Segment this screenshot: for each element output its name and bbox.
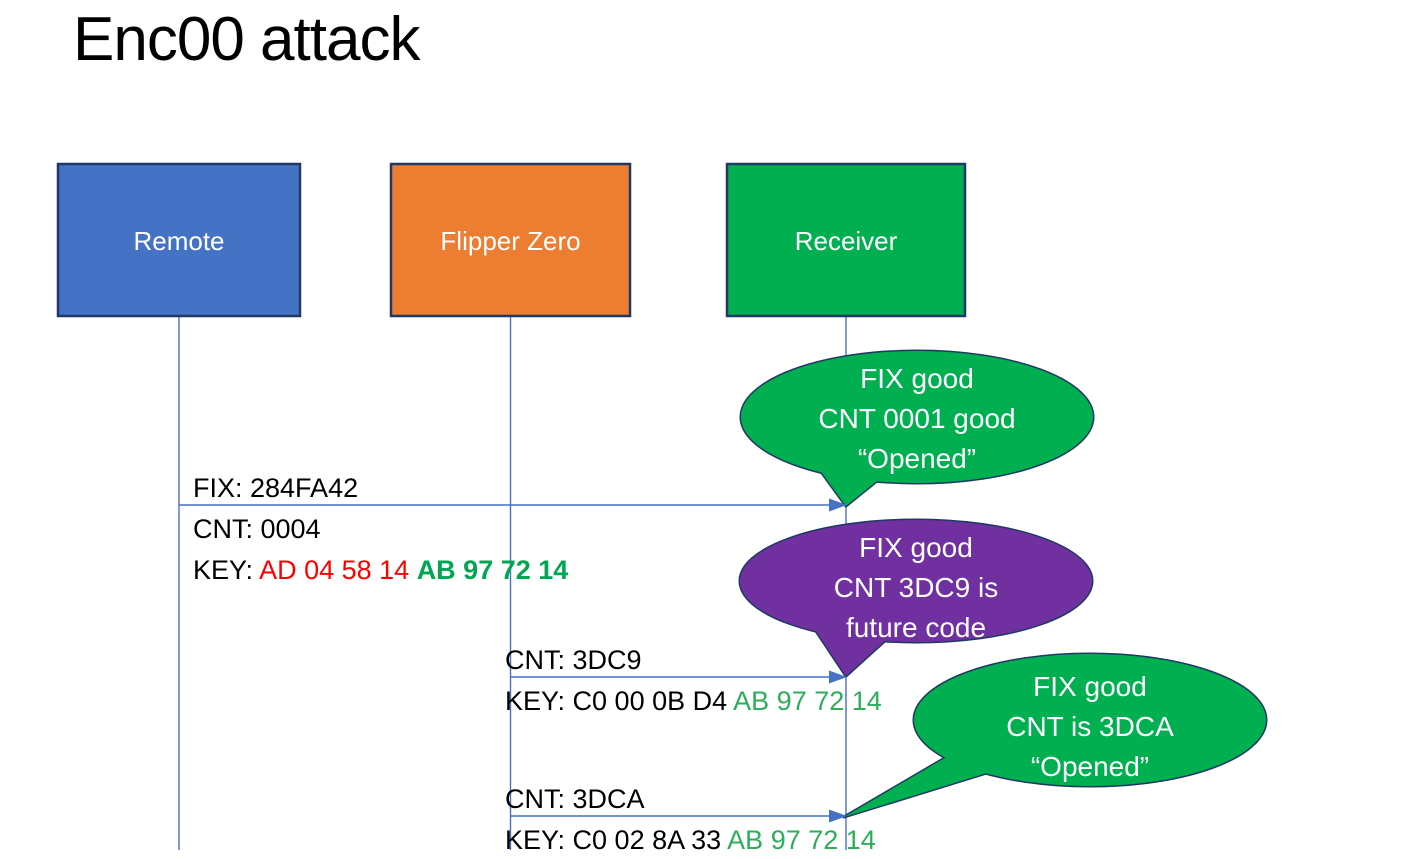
message-key-line: KEY: C0 00 0B D4 AB 97 72 14 <box>505 681 882 722</box>
callout-tail-fill <box>844 755 990 817</box>
callout-text-opened-1: FIX good CNT 0001 good “Opened” <box>747 359 1087 479</box>
message-key-line: KEY: C0 02 8A 33 AB 97 72 14 <box>505 820 876 859</box>
arrowhead-3 <box>829 809 847 823</box>
actor-label-remote: Remote <box>133 226 225 256</box>
arrowhead-2 <box>829 670 847 684</box>
key-green-bytes: AB 97 72 14 <box>727 825 876 855</box>
callout-line: future code <box>845 612 987 643</box>
callout-text-future-code: FIX good CNT 3DC9 is future code <box>746 528 1086 648</box>
callout-bubble-future-code <box>738 518 1094 678</box>
key-red-bytes: AD 04 58 14 <box>259 555 417 585</box>
actor-box-receiver <box>725 162 967 318</box>
key-green-bytes: AB 97 72 14 <box>416 555 569 585</box>
message-cnt-line: CNT: 3DCA <box>505 784 645 814</box>
message-block-3: CNT: 3DCA KEY: C0 02 8A 33 AB 97 72 14 <box>505 779 876 859</box>
callout-line: FIX good <box>860 363 974 394</box>
actor-label-flipper-zero: Flipper Zero <box>440 226 581 256</box>
callout-line: FIX good <box>1033 671 1147 702</box>
callout-line: “Opened” <box>857 443 977 474</box>
message-cnt-line: CNT: 0004 <box>193 514 321 544</box>
callout-line: “Opened” <box>1030 751 1150 782</box>
key-label: KEY: C0 02 8A 33 <box>505 825 728 855</box>
callout-text-opened-2: FIX good CNT is 3DCA “Opened” <box>920 667 1260 787</box>
callout-bubble-opened-1 <box>739 349 1095 508</box>
message-cnt-line: CNT: 3DC9 <box>505 645 642 675</box>
callout-bubble-opened-2 <box>842 652 1268 819</box>
slide-title: Enc00 attack <box>73 5 420 74</box>
message-key-line: KEY: AD 04 58 14 AB 97 72 14 <box>193 550 568 591</box>
callout-line: CNT is 3DCA <box>1006 711 1174 742</box>
message-block-1: FIX: 284FA42 CNT: 0004 KEY: AD 04 58 14 … <box>193 468 568 591</box>
actor-label-receiver: Receiver <box>794 226 898 256</box>
callout-line: FIX good <box>859 532 973 563</box>
callout-line: CNT 3DC9 is <box>833 572 999 603</box>
message-block-2: CNT: 3DC9 KEY: C0 00 0B D4 AB 97 72 14 <box>505 640 882 722</box>
actor-box-flipper-zero <box>389 162 632 318</box>
key-green-bytes: AB 97 72 14 <box>733 686 882 716</box>
arrowhead-1 <box>829 498 847 512</box>
callout-tail-fill <box>814 628 888 676</box>
message-fix-line: FIX: 284FA42 <box>193 473 359 503</box>
actor-box-remote <box>56 162 302 318</box>
callout-ellipse-fill <box>914 654 1266 786</box>
callout-line: CNT 0001 good <box>818 403 1016 434</box>
key-label: KEY: <box>193 555 260 585</box>
key-label: KEY: C0 00 0B D4 <box>505 686 734 716</box>
callout-ellipse-fill <box>740 520 1092 642</box>
callout-ellipse-fill <box>741 351 1093 483</box>
